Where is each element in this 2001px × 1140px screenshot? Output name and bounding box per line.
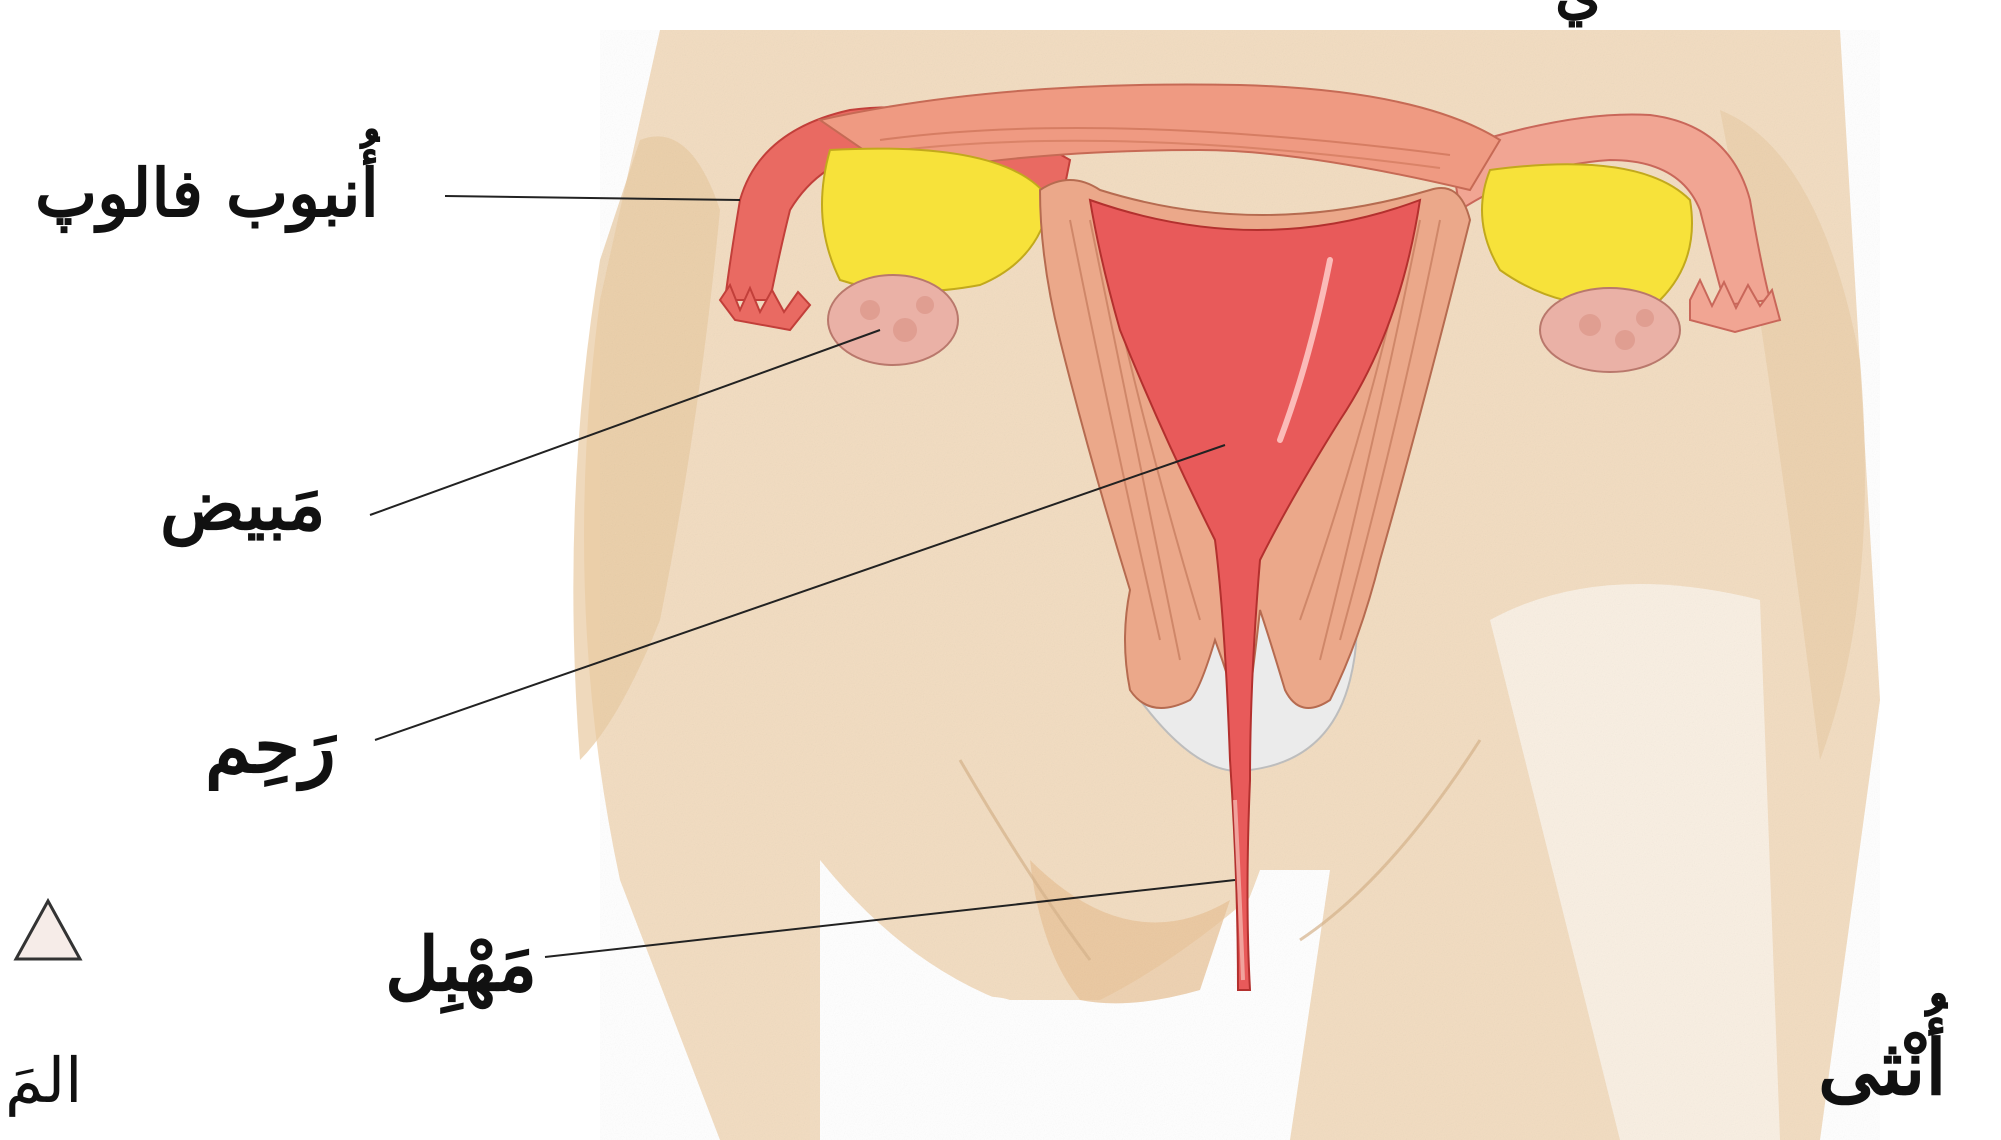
fallopian-tube-label: أُنبوب فالوپ (35, 160, 379, 226)
female-label: أُنْثى (1818, 1030, 1947, 1106)
vagina-label: مَهْبِل (385, 928, 537, 1002)
ovary-label: مَبيض (160, 470, 326, 540)
corner-fragment-label: المَ (5, 1050, 82, 1112)
triangle-outline-icon (12, 895, 84, 967)
uterus-label: رَحِم (205, 710, 336, 784)
top-fragment-label: ي (1555, 0, 1602, 22)
